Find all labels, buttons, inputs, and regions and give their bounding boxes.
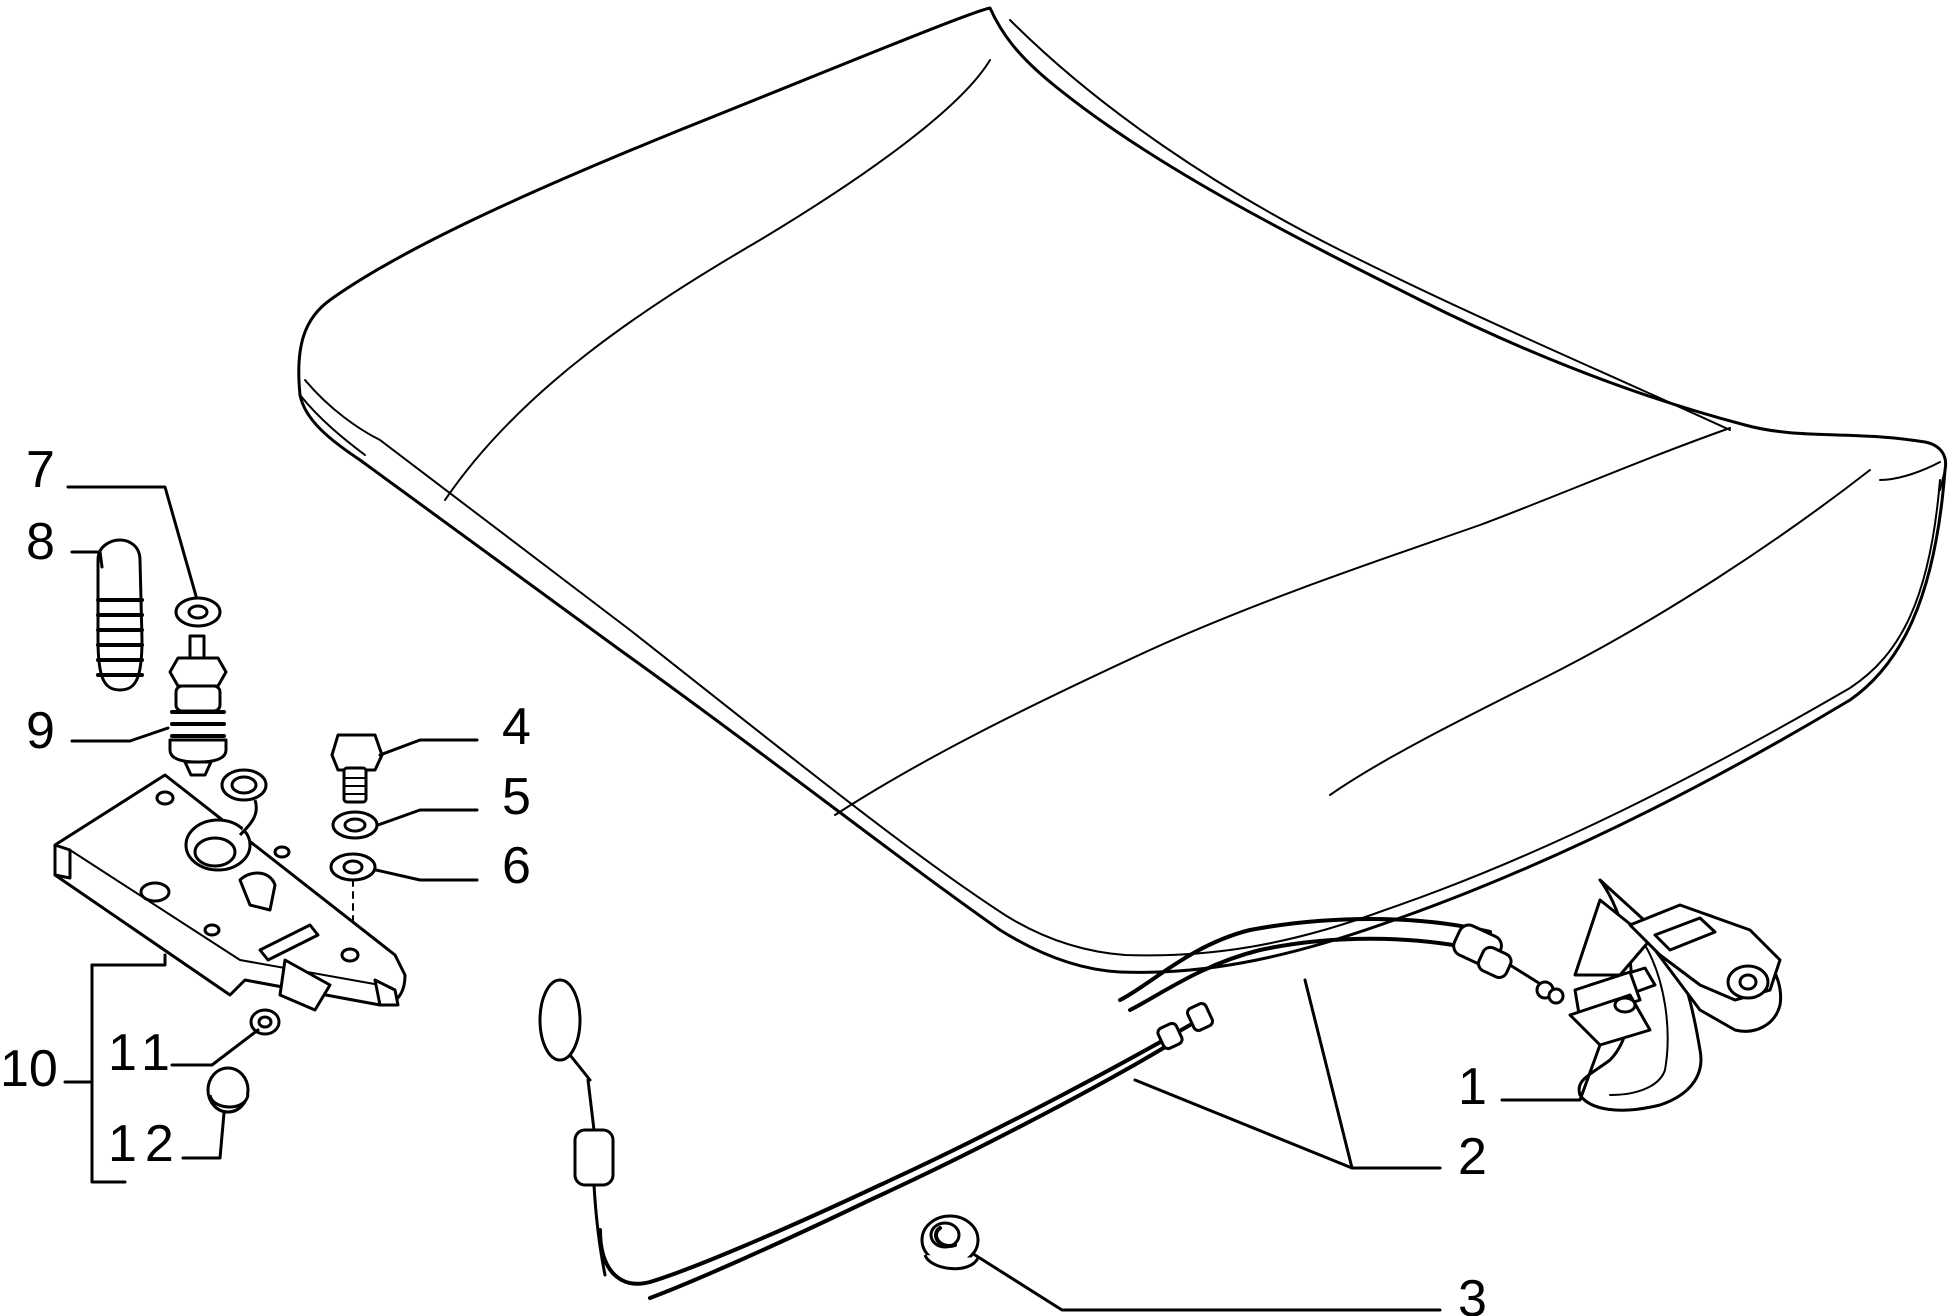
flat-washer-part-6	[329, 852, 377, 951]
callout-1: 1	[1458, 1058, 1487, 1116]
release-cable-part-2	[538, 917, 1565, 1300]
callout-10: 10	[0, 1040, 58, 1098]
leader-lines	[63, 485, 1602, 1312]
cap-part-12	[206, 1066, 250, 1114]
latch-assembly-part-10	[53, 768, 407, 1012]
bolt-part-4	[330, 733, 384, 804]
striker-pin-part-9	[168, 634, 228, 777]
callout-12: 12	[108, 1115, 182, 1173]
callout-4: 4	[502, 698, 531, 756]
callout-3: 3	[1458, 1270, 1487, 1316]
cable-grommet-part-3	[920, 1214, 980, 1271]
callout-2: 2	[1458, 1128, 1487, 1186]
callout-labels: 1 2 3 4 5 6 7 8 9 10 11 12	[0, 441, 1487, 1316]
nut-part-7	[174, 596, 222, 628]
callout-9: 9	[26, 702, 55, 760]
spring-washer-part-5	[331, 810, 379, 840]
release-handle-part-1	[1568, 878, 1783, 1112]
callout-5: 5	[502, 768, 531, 826]
callout-7: 7	[26, 441, 55, 499]
callout-6: 6	[502, 837, 531, 895]
clip-part-11	[249, 1008, 281, 1036]
rubber-buffer-part-8	[96, 538, 144, 692]
callout-11: 11	[108, 1024, 178, 1082]
callout-8: 8	[26, 513, 55, 571]
bonnet-panel	[297, 6, 1948, 974]
